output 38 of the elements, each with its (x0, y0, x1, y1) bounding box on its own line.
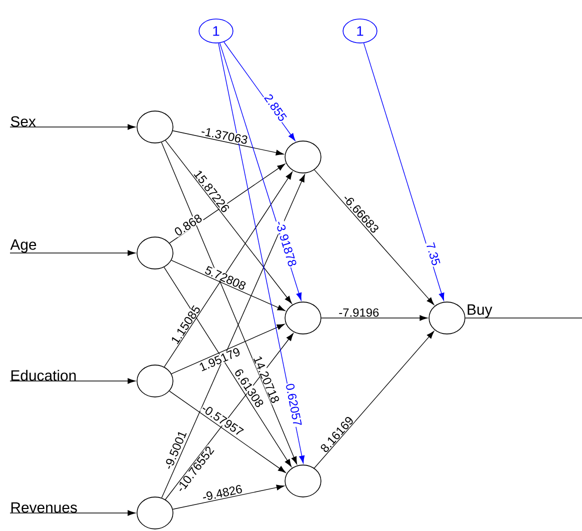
arrow (172, 130, 284, 156)
neuron-circle (136, 496, 174, 530)
input-label: Age (10, 239, 36, 253)
arrow (164, 172, 292, 368)
edge-label: -1.37063 (200, 126, 250, 145)
neuron-circle (284, 140, 322, 174)
edge-label: -3.91878 (274, 219, 298, 268)
arrow (10, 124, 136, 130)
arrow (161, 174, 305, 498)
arrow (10, 510, 136, 516)
edge-label: 0.62057 (284, 382, 303, 428)
arrow (169, 164, 286, 244)
output-label: Buy (468, 304, 492, 318)
neuron-circle (284, 302, 322, 334)
arrow (363, 42, 444, 301)
neuron-circle (136, 110, 174, 144)
arrow (161, 142, 298, 464)
input-label: Sex (10, 116, 36, 127)
neuron-circle (136, 364, 174, 398)
arrow (165, 333, 294, 500)
arrow (164, 266, 292, 467)
arrow (10, 250, 136, 256)
neuron-circle (428, 302, 466, 334)
edge-label: 7.35 (425, 241, 442, 267)
arrow (172, 484, 284, 510)
arrow (320, 315, 428, 321)
neuron-circle (136, 236, 174, 270)
arrow (171, 260, 286, 311)
edge-label: -7.9196 (338, 308, 380, 318)
arrow (314, 331, 434, 468)
neuron-circle (284, 464, 322, 498)
arrow (169, 390, 286, 473)
input-label: Education (11, 370, 76, 381)
arrow (165, 140, 292, 304)
input-label: Revenues (11, 502, 77, 513)
arrow (314, 169, 434, 305)
arrow (10, 378, 136, 384)
arrow (171, 324, 285, 374)
